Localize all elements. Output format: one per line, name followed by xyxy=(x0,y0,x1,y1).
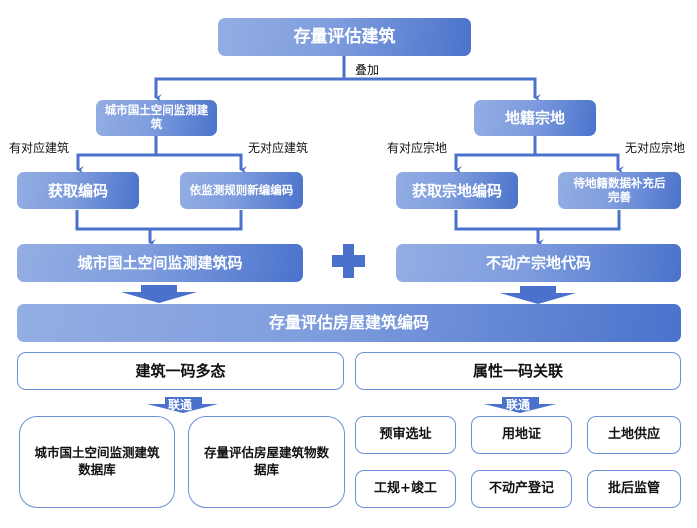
label-has-building: 有对应建筑 xyxy=(9,141,70,155)
arrow-down-right xyxy=(500,286,576,304)
link-arrow-right xyxy=(484,397,556,413)
attr-item: 用地证 xyxy=(471,416,572,454)
label-overlay: 叠加 xyxy=(355,63,380,77)
node-new-code: 依监测规则新编编码 xyxy=(180,172,303,209)
connector-right-yes xyxy=(454,153,535,174)
node-get-parcel-code: 获取宗地编码 xyxy=(396,172,518,209)
node-monitoring-building: 城市国土空间监测建筑 xyxy=(96,100,217,136)
connector-left-no xyxy=(156,153,247,174)
link-label-left: 联通 xyxy=(168,398,193,412)
header-attribute-association: 属性一码关联 xyxy=(355,352,681,390)
db-monitoring-building: 城市国土空间监测建筑数据库 xyxy=(19,416,175,508)
node-cadastral-parcel: 地籍宗地 xyxy=(474,100,596,136)
link-label-right: 联通 xyxy=(506,398,531,412)
node-combined-code: 存量评估房屋建筑编码 xyxy=(17,304,681,342)
label-no-building: 无对应建筑 xyxy=(248,141,309,155)
connector-right-merge xyxy=(454,210,621,231)
attr-item: 工规+竣工 xyxy=(355,470,456,508)
label-has-parcel: 有对应宗地 xyxy=(387,141,448,155)
attr-item: 批后监管 xyxy=(587,470,681,508)
attr-item: 不动产登记 xyxy=(471,470,572,508)
node-pending-parcel: 待地籍数据补充后完善 xyxy=(558,172,681,209)
attr-item: 土地供应 xyxy=(587,416,681,454)
db-existing-building: 存量评估房屋建筑物数据库 xyxy=(188,416,345,508)
arrow-down-left xyxy=(121,285,197,303)
connector-left-merge xyxy=(75,210,243,231)
header-one-code-multi-state: 建筑一码多态 xyxy=(17,352,344,390)
connector-left-yes xyxy=(76,153,156,174)
attr-item: 预审选址 xyxy=(355,416,456,454)
node-get-code: 获取编码 xyxy=(17,172,139,209)
connector-right-no xyxy=(535,153,624,174)
connector-top-left xyxy=(154,77,344,102)
plus-icon xyxy=(332,244,365,278)
link-arrow-left xyxy=(147,397,218,413)
node-monitoring-building-code: 城市国土空间监测建筑码 xyxy=(17,244,303,282)
connector-top-right xyxy=(344,77,541,102)
node-real-estate-parcel-code: 不动产宗地代码 xyxy=(396,244,681,282)
label-no-parcel: 无对应宗地 xyxy=(625,141,686,155)
node-existing-building: 存量评估建筑 xyxy=(218,18,471,56)
